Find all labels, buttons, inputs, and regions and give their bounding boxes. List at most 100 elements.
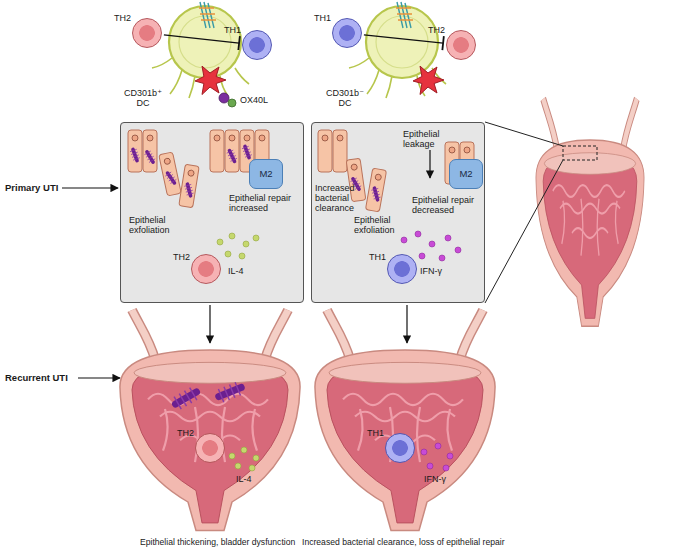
node-label: TH2 [114,13,136,23]
panel-text: Epithelial exfoliation [129,215,189,235]
cytokine-label: IFN-γ [424,474,458,484]
cytokine-dot [253,455,259,461]
bacterium [144,150,156,164]
antigen-ribbon [396,8,413,20]
cytokine-label: IL-4 [228,266,258,276]
antigen-ribbon [200,2,214,28]
bacterium [216,381,244,403]
epithelial-cell [143,130,157,172]
th2-cell: TH2 [195,433,225,463]
th2-cell: TH2 [191,254,221,284]
panel-text: Epithelial repair increased [229,193,301,213]
zoom-line [485,160,563,303]
m2-macrophage: M2 [249,159,283,189]
bacterium [242,145,253,159]
mechanism-panel: Epithelial exfoliation Epithelial repair … [120,122,304,303]
node-label: M2 [459,169,472,180]
cytokine-dot [455,247,461,253]
m2-macrophage: M2 [449,159,483,189]
epithelial-cell [365,168,386,212]
th2-cell: TH2 [446,30,476,60]
lymph-node-left [152,2,249,107]
molecule-label: OX40L [240,95,280,105]
cytokine-dot [419,253,425,259]
panel-fill [311,122,485,303]
epithelial-cell [333,130,347,172]
antigen-ribbon [199,8,216,20]
dendritic-cell [195,66,226,94]
bacterium [371,187,381,200]
bladder [315,310,495,530]
row-label: Primary UTI [5,183,65,194]
ox40-receptor [228,99,236,107]
node-label: TH2 [428,25,450,35]
bladder [536,99,644,326]
cytokine-dot [229,453,235,459]
inhibition-bar [238,36,240,50]
ifng-cytokines [421,443,453,471]
bacterium [226,149,238,163]
cytokine-dot [235,463,241,469]
progression-arrow [209,305,210,343]
node-label: TH2 [173,252,195,262]
epithelial-cell [346,158,366,202]
epithelial-cell [159,152,181,196]
inhibition-connector [164,35,240,50]
inhibition-connector [364,35,444,50]
cytokine-dot [439,255,445,261]
panel-text: Increased bacterial clearance [315,183,369,213]
cytokine-dot [241,447,247,453]
node-label: TH1 [367,428,389,438]
bacterium [130,148,141,162]
cytokine-dot [443,465,449,471]
epithelial-cell [179,164,199,208]
row-arrow [78,377,120,378]
cytokine-dot [445,235,451,241]
il4-cytokines [229,447,259,471]
node-label: TH1 [224,25,246,35]
panel-text: Epithelial repair decreased [412,195,484,215]
bacterium [184,183,194,196]
cell-label: CD301b⁺ DC [120,88,166,108]
inhibition-bar [442,36,443,50]
node-label: TH1 [314,13,336,23]
cytokine-dot [427,463,433,469]
node-label: TH2 [177,428,199,438]
cytokine-dot [421,449,427,455]
cytokine-dot [225,251,231,257]
panel-text: Epithelial leakage [403,129,463,149]
lymph-node [169,6,241,78]
cell-label: CD301b⁻ DC [322,88,368,108]
th1-cell: TH1 [385,433,415,463]
lymph-node-right [349,2,446,98]
bladder [120,310,300,530]
row-arrow [62,187,118,188]
il4-cytokines [217,233,259,259]
progression-arrow [406,305,407,343]
mechanism-panel: Epithelial leakageIncreased bacterial cl… [311,122,485,303]
epithelial-cell [210,130,224,172]
node-label: M2 [259,169,272,180]
th2-cell: TH2 [132,18,162,48]
zoom-box [563,146,597,160]
th1-cell: TH1 [387,254,417,284]
leakage-arrow [429,150,430,178]
th1-cell: TH1 [242,30,272,60]
node-label: TH1 [369,252,391,262]
panel-fill [120,122,304,303]
lymph-node [366,6,438,78]
cytokine-dot [435,443,441,449]
bacterium [172,386,200,410]
th1-cell: TH1 [332,18,362,48]
cytokine-label: IFN-γ [420,266,454,276]
cytokine-dot [401,237,407,243]
cytokine-dot [253,235,259,241]
cytokine-dot [429,241,435,247]
connector-line [164,35,239,43]
dendritic-cell [413,66,444,94]
cytokine-dot [239,253,245,259]
cytokine-label: IL-4 [236,474,266,484]
cytokine-dot [447,453,453,459]
cytokine-dot [243,241,249,247]
